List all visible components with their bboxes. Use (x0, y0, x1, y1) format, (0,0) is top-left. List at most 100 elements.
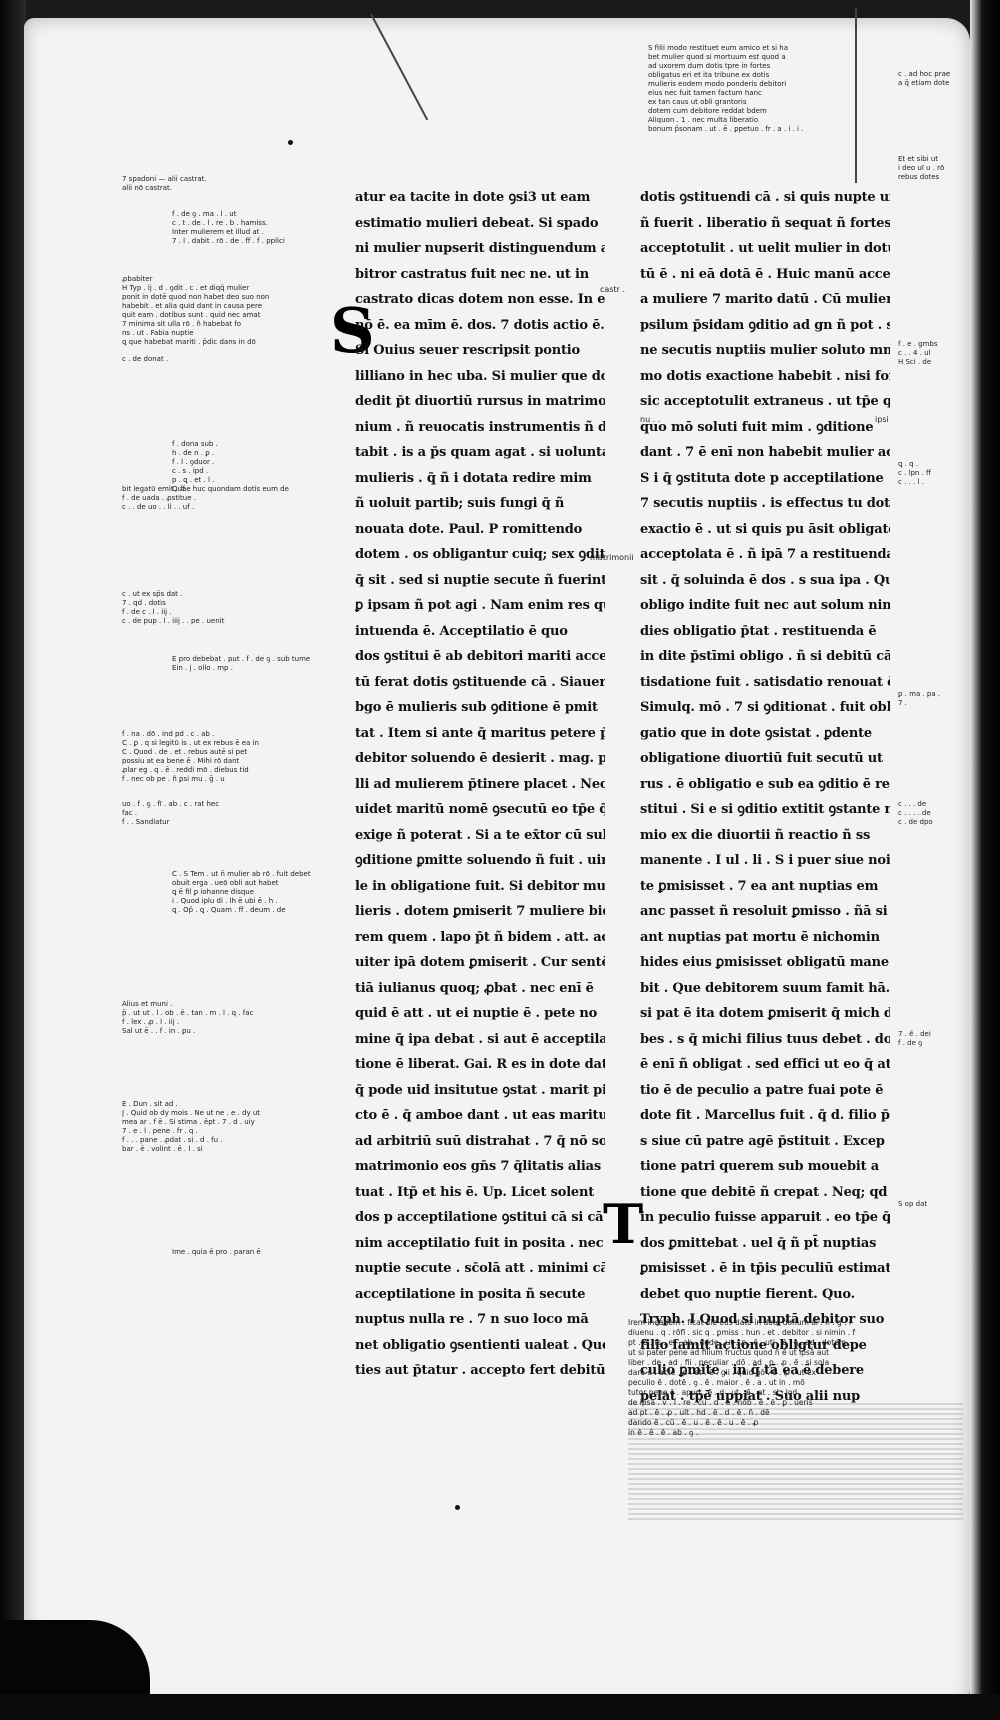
text-line: ant nuptias pat mortu ē nichomin (640, 929, 880, 945)
gloss-line: obuit erga . ueō obli aut habet (172, 879, 279, 887)
gloss-line: f . de uada . ꝓstitue . (122, 494, 196, 502)
text-line: mine q̄ ipa debat . si aut ē acceptila (355, 1031, 605, 1047)
gloss-line: in ē . ē . ē . ab . ꝯ . (628, 1428, 963, 1438)
gloss-line: E . Dun . sit ad . (122, 1100, 178, 1108)
text-line: dos ꝯstitui ē ab debitori mariti accep (355, 649, 605, 664)
text-line: nō ē. ea mīm ē. dos. 7 dotis actio ē. (355, 317, 605, 333)
gloss-line: c . de dpo (898, 818, 933, 826)
gloss-line: c . de pup . l . iiij . . pe . uenit (122, 617, 225, 625)
text-line: ē enī ñ obligat . sed effici ut eo q̄ at (640, 1057, 890, 1072)
text-line: tio ē de peculio a patre fuai pote ē (640, 1082, 884, 1098)
text-line: debet quo nuptie fierent. Quo. (640, 1286, 855, 1302)
text-line: uiter ipā dotem ꝑmiserit . Cur sentē (355, 955, 605, 970)
gloss-line: i deo uī u . rō (898, 164, 945, 172)
text-line: ꝑ ipsam ñ pot agi . Nam enim res quibus (355, 598, 605, 613)
text-line: bitror castratus fuit nec ne. ut in (355, 266, 589, 282)
gloss-line: c . . . de (898, 800, 927, 808)
book-spine (0, 0, 26, 1720)
interlinear-note: ipsi (875, 415, 889, 424)
top-gloss: S filii modo restituet eum amico et si h… (648, 44, 858, 134)
gloss-line: Quae huc quondam dotis eum de (172, 485, 289, 493)
text-line: nouata dote. Paul. P romittendo (355, 521, 583, 537)
text-line: lilliano in hec uba. Si mulier que dote (355, 368, 605, 384)
gloss-line: ꝗ . Op̄ . ꝗ . Quam . ff . deum . de (172, 906, 286, 914)
gloss-line: habebit . et alia quid dant in causa per… (122, 302, 263, 310)
text-line: bes . s q̄ michi filius tuus debet . dot (640, 1031, 890, 1047)
gloss-line: 7 . e . l . pene . fr . q . (122, 1127, 198, 1135)
gloss-line: ad uxorem dum dotis tpre in fortes (648, 62, 771, 70)
gloss-line: ꝗ ē fil ꝑ iohanne disque (172, 888, 255, 896)
text-line: sic acceptotulit extraneus . ut tp̄e quo (640, 394, 890, 409)
text-line: tione que debitē ñ crepat . Neq; qd (640, 1184, 888, 1200)
gloss-line: quit eam . dotibus sunt . quid nec amat (122, 311, 261, 319)
gloss-line: ꝓlar eg . q . ē . reddi mō . diebus tid (122, 766, 249, 774)
gloss-line: S filii modo restituet eum amico et si h… (648, 44, 789, 52)
text-line: obligo indite fuit nec aut solum nim (640, 598, 890, 613)
text-line: tat . Item si ante q̄ maritus petere p̄t (355, 725, 605, 741)
gloss-line: dando ē . cū . ē . u . ē . ē . u . ē . ꝓ (628, 1418, 963, 1428)
text-line: tū ē . ni eā dotā ē . Huic manū accepti (640, 266, 890, 282)
text-line: tione patri querem sub mouebit a (640, 1159, 880, 1174)
interlinear-note: castr . (600, 285, 625, 294)
text-line: dies obligatio p̄tat . restituenda ē (640, 623, 877, 639)
text-line: ne secutis nuptiis mulier soluto mm (640, 343, 890, 358)
text-line: dotem . os obligantur cuiq; sex ꝯditio (355, 547, 605, 562)
text-line: dotis ꝯstituendi cā . si quis nupte uxe (640, 190, 890, 205)
text-line: s siue cū patre agē p̄stituit . Excep (640, 1133, 885, 1149)
text-line: 7 secutis nuptiis . is effectus tu dotis (640, 496, 890, 511)
text-line: obligatione diuortiū fuit secutū ut (640, 751, 883, 766)
text-line: nium . ñ reuocatis instrumentis ñ dubi (355, 419, 605, 435)
text-line: castrato dicas dotem non esse. In eo qui… (355, 292, 605, 307)
gloss-line: E pro debebat . put . f . de ꝯ . sub tum… (172, 655, 311, 663)
text-line: matrimonio eos gn̄s 7 q̄litatis alias re… (355, 1159, 605, 1174)
text-line: anc passet ñ resoluit ꝑmisso . ñā si (640, 904, 888, 919)
text-line: mo dotis exactione habebit . nisi forte (640, 368, 890, 384)
gloss-line: C . S Tem . ut n̄ mulier ab rō . fuit de… (172, 870, 311, 878)
text-line: ñ fuerit . liberatio ñ sequat ñ fortesic (640, 215, 890, 231)
gloss-line: C . Quod . de . et . rebus autē si pet (122, 748, 248, 756)
gloss-line: Sal ut ē . . f . in . ꝑu . (122, 1027, 196, 1035)
text-line: Tryph. I Quod si nuptā debitor suo (640, 1312, 885, 1327)
gloss-line: C . ꝑ . q si legitū is . ut ex rebus ē e… (122, 739, 259, 747)
gloss-line: ponit in dotē quod non habet deo suo non (122, 293, 270, 301)
gloss-line: S op dat (898, 1200, 928, 1208)
gloss-line: f . na . dō . ind pd . c . ab . (122, 730, 215, 738)
text-line: tabit . is a p̄s quam agat . si uoluntat… (355, 445, 605, 460)
text-line: si pat ē ita dotem ꝑmiserit q̄ mich de (640, 1006, 890, 1021)
initial-s: S (330, 294, 375, 367)
gloss-line: p̄ . ut ut . l . ob . ē . tan . m . l . … (122, 1009, 254, 1017)
text-line: net obligatio ꝯsentienti ualeat . Quo (355, 1337, 605, 1353)
gloss-line: a q̄ etiam dote (898, 79, 950, 87)
prick-mark (455, 1505, 460, 1510)
gloss-line: H Typ . ij . d . ꝯdit . c . et diqq̄ mul… (122, 284, 250, 292)
gloss-line: Aliquon . 1 . nec multa liberatio (648, 116, 759, 124)
gloss-line: bet mulier quod si mortuum est quod a (648, 53, 786, 61)
gloss-line: tutor pene ē . apud . ē . d . ut . ē . a… (628, 1388, 802, 1397)
gloss-line: f . de c . l . iij . (122, 608, 172, 616)
gloss-line: de ipsa . v . l . re . cu . d . ē . nob … (628, 1398, 963, 1408)
text-line: acceptolata ē . ñ ipā 7 a restituenda (640, 547, 890, 562)
text-line: rem quem . lapo p̄t ñ bidem . att. actum (355, 929, 605, 945)
gloss-line: f . . Sandiatur (122, 818, 170, 826)
gloss-line: Inter mulierem et illud at . (172, 228, 264, 236)
text-line: filio famit actione obligtur depe (640, 1337, 867, 1353)
gloss-line: c . de donat . (122, 355, 169, 363)
text-line: quid ē att . ut ei nuptie ē . pete no (355, 1006, 598, 1021)
text-line: culio ꝑmite . in q̄ tā ea ē debere (640, 1363, 864, 1378)
text-line: intuenda ē. Acceptilatio ē quo (355, 623, 568, 639)
prick-mark (288, 140, 293, 145)
gloss-line: diuenu . q . rōfl . sic q . ꝑmiss . hun … (628, 1328, 856, 1337)
gloss-line: ns . ut . Fabia nuptie (122, 329, 194, 337)
gloss-line: ꝗ . q . (898, 460, 919, 468)
gloss-line: possiu at ea bene ē . Mihi rō dant (122, 757, 240, 765)
text-line: ad arbitriū suū distrahat . 7 q̄ nō solu… (355, 1133, 605, 1149)
text-line: psilum p̄sidam ꝯditio ad gn ñ pot . sola (640, 317, 890, 333)
gloss-line: eius nec fuit tamen factum hanc (648, 89, 762, 97)
text-line: exige ñ poterat . Si a te ex̄tor cū sub (355, 827, 605, 843)
text-line: Simulq. mō . 7 si ꝯditionat . fuit obli (640, 700, 890, 715)
gloss-line: J . Quid ob dy mois . Ne ut ne . e . dy … (122, 1109, 260, 1117)
gloss-line: 7 . (898, 699, 907, 707)
gloss-line: Ime . quia ē pro . paran ē (172, 1248, 261, 1256)
gloss-line: Irem ineadem . ficat ille eus dato in do… (628, 1318, 852, 1327)
